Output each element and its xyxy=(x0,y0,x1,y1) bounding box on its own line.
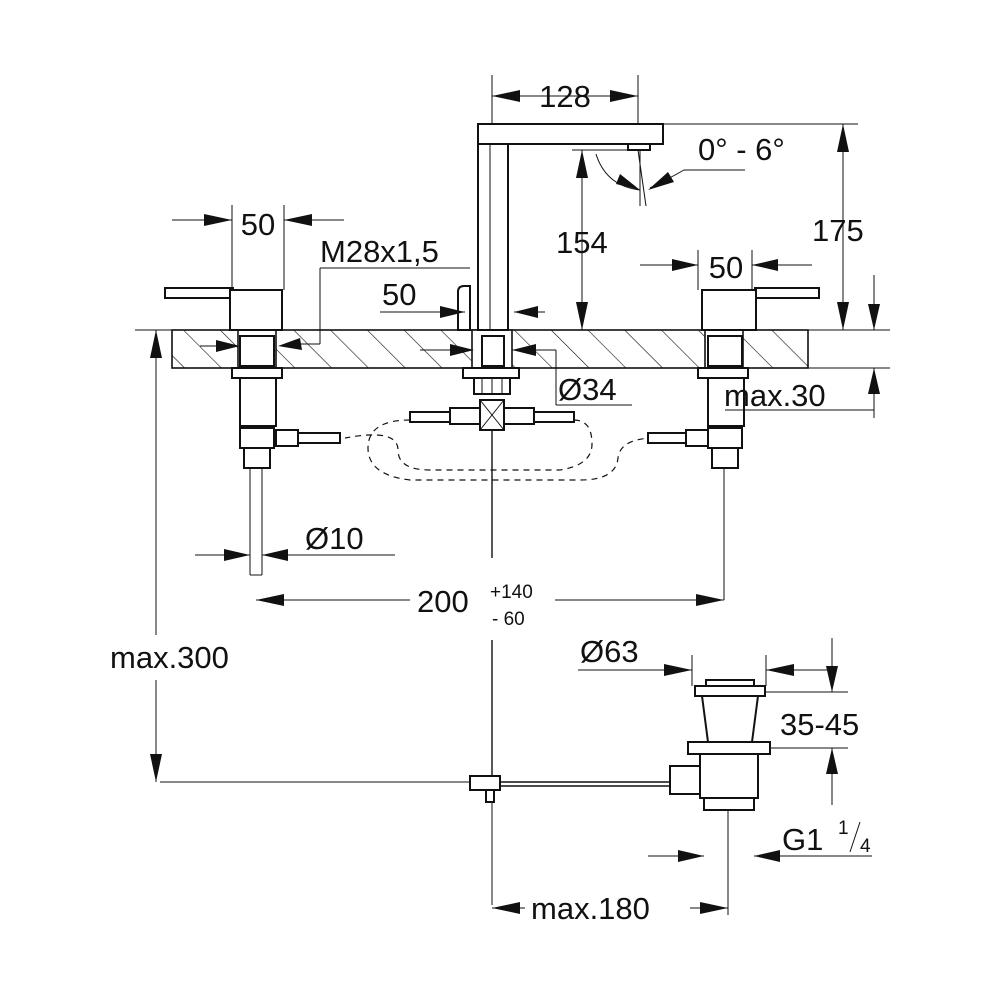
pop-up-waste xyxy=(160,679,771,915)
dim-max-depth: max.300 xyxy=(110,640,229,675)
dim-center-offset: 50 xyxy=(382,277,416,312)
dimension-lines xyxy=(150,75,880,914)
dim-center-distance: 200 xyxy=(417,584,469,619)
dim-waste-thread-den: 4 xyxy=(860,836,871,857)
flexible-hoses xyxy=(344,419,651,481)
dim-spout-reach: 128 xyxy=(539,79,591,114)
dim-waste-thread: G1 xyxy=(782,822,823,857)
spout xyxy=(409,123,664,780)
dim-spout-tilt: 0° - 6° xyxy=(698,132,785,167)
dim-max-reach: max.180 xyxy=(531,891,650,926)
dim-waste-thread-num: 1 xyxy=(838,818,849,839)
dim-left-handle-width: 50 xyxy=(241,207,275,242)
dim-max-deck-thickness: max.30 xyxy=(724,378,826,413)
dim-thread: M28x1,5 xyxy=(320,234,439,269)
dim-right-handle-width: 50 xyxy=(709,250,743,285)
dim-center-distance-plus: +140 xyxy=(490,582,533,603)
dimension-labels: 128 0° - 6° 154 175 50 M28x1,5 50 50 Ø34… xyxy=(110,79,871,926)
dim-spout-height: 154 xyxy=(556,225,608,260)
dim-waste-height: 35-45 xyxy=(780,707,859,742)
right-valve xyxy=(647,287,820,600)
dim-center-distance-minus: - 60 xyxy=(492,609,525,630)
left-valve xyxy=(164,287,341,576)
dim-hole-diameter: Ø34 xyxy=(558,372,617,407)
dim-pipe-diameter: Ø10 xyxy=(305,521,364,556)
dim-waste-diameter: Ø63 xyxy=(580,634,639,669)
dim-waste-thread-main: G1 xyxy=(782,822,823,857)
dim-total-height: 175 xyxy=(812,213,864,248)
